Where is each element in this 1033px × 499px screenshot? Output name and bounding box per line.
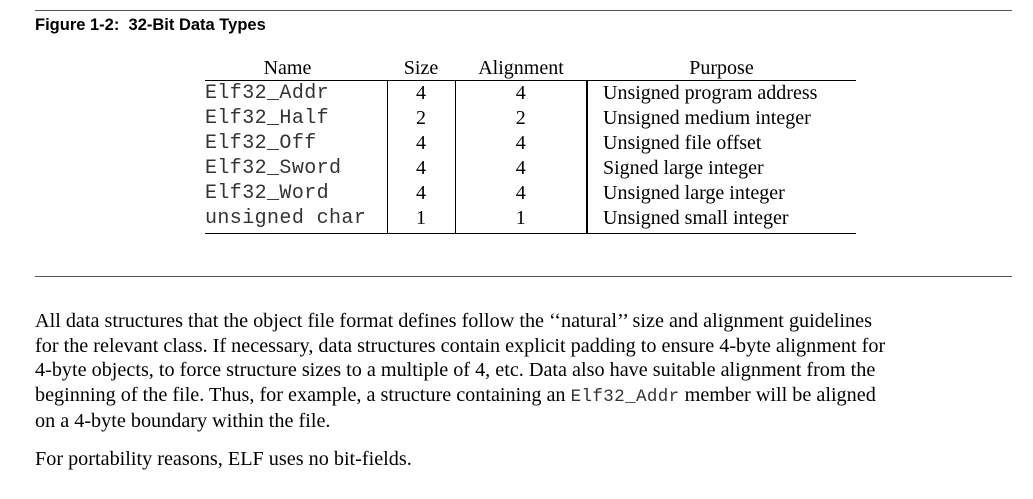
paragraph-text: member will be aligned — [679, 383, 876, 406]
cell-size: 1 — [386, 206, 455, 234]
header-size: Size — [387, 52, 455, 81]
paragraph-line-with-code: beginning of the file. Thus, for example… — [35, 383, 1020, 410]
cell-purpose: Unsigned large integer — [586, 181, 856, 206]
table-row: Elf32_Off 4 4 Unsigned file offset — [205, 131, 856, 156]
table-row: Elf32_Word 4 4 Unsigned large integer — [205, 181, 856, 206]
paragraph-line: on a 4-byte boundary within the file. — [35, 410, 331, 432]
header-name: Name — [205, 52, 387, 81]
cell-purpose: Unsigned file offset — [586, 131, 856, 156]
table-row: Elf32_Sword 4 4 Signed large integer — [205, 156, 856, 181]
top-rule — [35, 10, 1012, 11]
cell-alignment: 2 — [454, 106, 587, 131]
data-types-table: Name Size Alignment Purpose Elf32_Addr 4… — [205, 52, 856, 234]
paragraph-text: beginning of the file. Thus, for example… — [35, 383, 571, 406]
cell-size: 4 — [386, 131, 455, 156]
cell-name: Elf32_Half — [205, 107, 330, 130]
paragraph-line: 4-byte objects, to force structure sizes… — [35, 359, 876, 381]
cell-purpose: Signed large integer — [586, 156, 856, 181]
cell-size: 2 — [386, 106, 455, 131]
portability-paragraph: For portability reasons, ELF uses no bit… — [35, 448, 412, 470]
cell-alignment: 1 — [454, 206, 587, 234]
cell-size: 4 — [386, 80, 455, 106]
table-row: Elf32_Addr 4 4 Unsigned program address — [205, 80, 856, 106]
cell-size: 4 — [386, 156, 455, 181]
header-alignment: Alignment — [455, 52, 587, 81]
cell-purpose: Unsigned small integer — [586, 206, 856, 234]
cell-purpose: Unsigned medium integer — [586, 106, 856, 131]
header-purpose: Purpose — [587, 52, 856, 81]
cell-alignment: 4 — [454, 181, 587, 206]
cell-size: 4 — [386, 181, 455, 206]
table-row: unsigned char 1 1 Unsigned small integer — [205, 206, 856, 234]
cell-alignment: 4 — [454, 131, 587, 156]
alignment-paragraph: All data structures that the object file… — [35, 309, 1020, 434]
figure-caption: Figure 1-2: 32-Bit Data Types — [35, 16, 266, 34]
section-rule — [35, 276, 1012, 277]
cell-alignment: 4 — [454, 156, 587, 181]
cell-name: Elf32_Addr — [205, 82, 330, 105]
data-types-table-container: Name Size Alignment Purpose Elf32_Addr 4… — [205, 52, 856, 234]
cell-name: Elf32_Word — [205, 182, 330, 205]
inline-code: Elf32_Addr — [570, 386, 680, 407]
cell-name: Elf32_Off — [205, 132, 317, 155]
table-header-row: Name Size Alignment Purpose — [205, 52, 856, 81]
cell-name: Elf32_Sword — [205, 157, 342, 180]
cell-alignment: 4 — [454, 80, 587, 106]
paragraph-line: for the relevant class. If necessary, da… — [35, 334, 886, 357]
paragraph-line: All data structures that the object file… — [35, 310, 872, 332]
cell-name: unsigned char — [205, 206, 387, 234]
cell-purpose: Unsigned program address — [586, 80, 856, 106]
table-row: Elf32_Half 2 2 Unsigned medium integer — [205, 106, 856, 131]
